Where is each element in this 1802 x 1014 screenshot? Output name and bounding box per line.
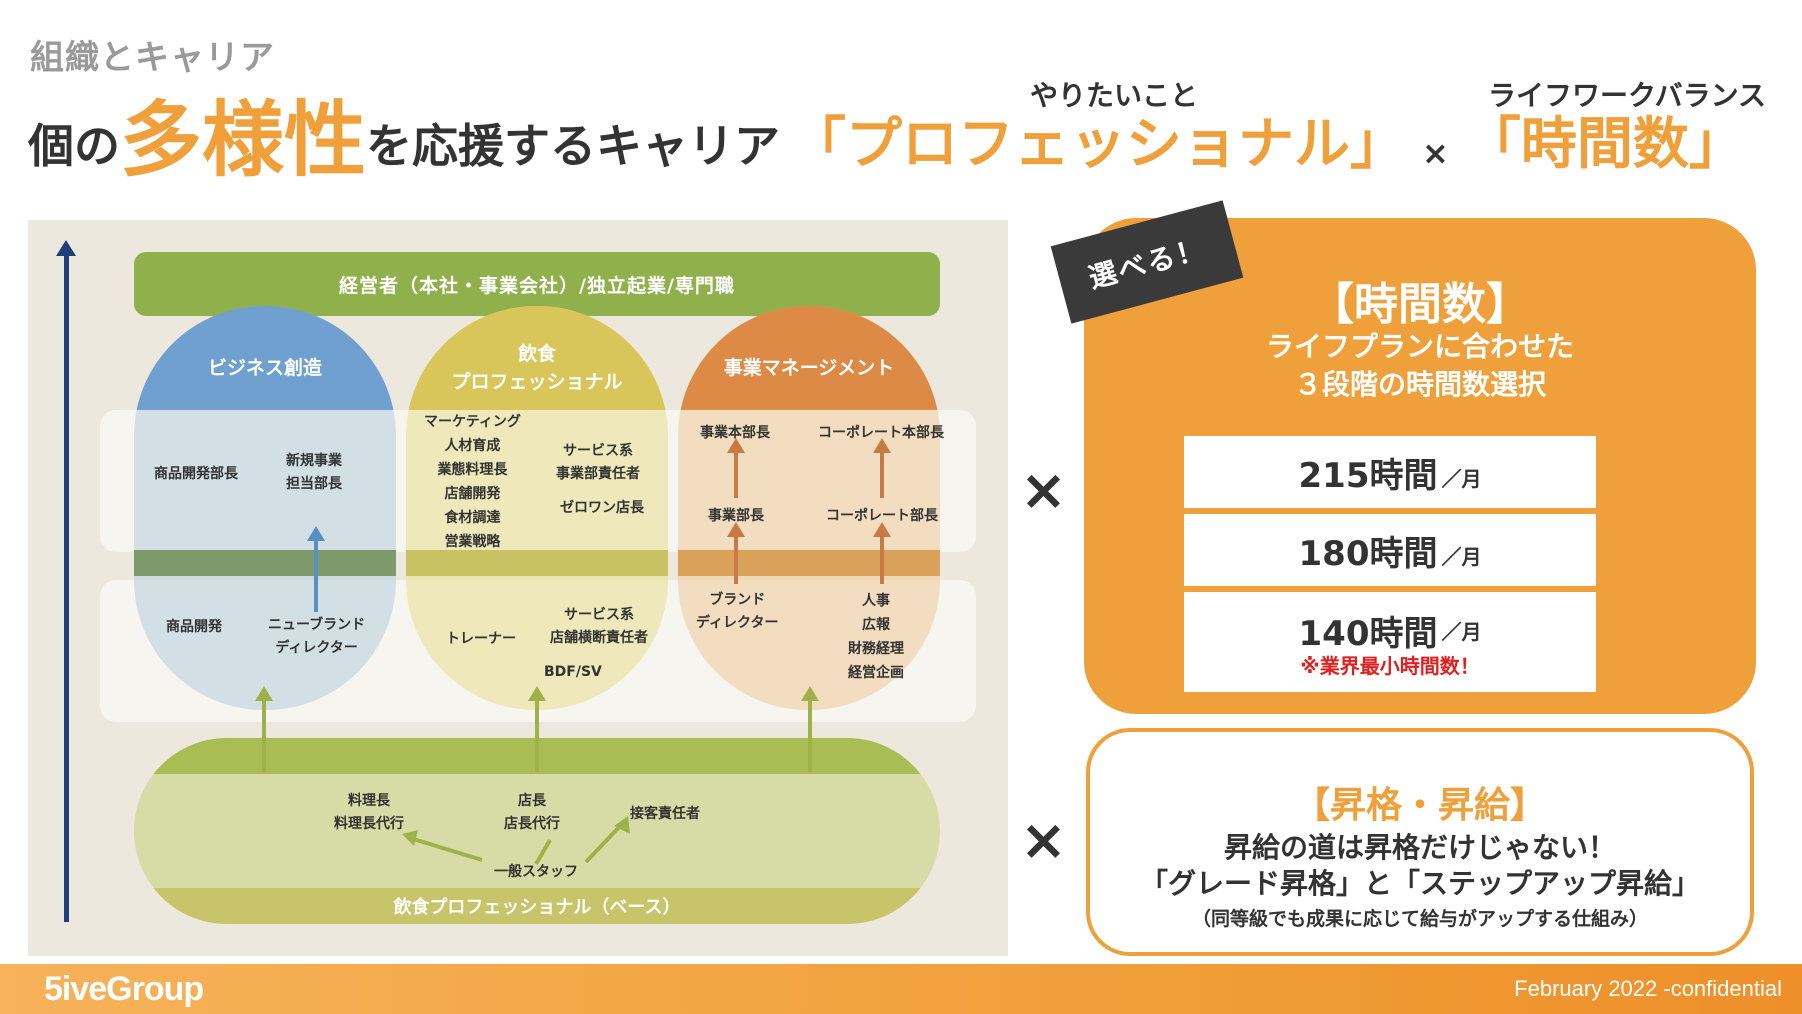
promotion-note: （同等級でも成果に応じて給与がアップする仕組み） bbox=[1191, 908, 1648, 930]
ruby-hours: ライフワークバランス bbox=[1488, 79, 1767, 112]
headline-accent: 多様性 bbox=[120, 93, 367, 188]
arrow-up-icon bbox=[528, 686, 546, 772]
axis-arrow-icon bbox=[56, 240, 76, 256]
column-management-stripe bbox=[678, 550, 940, 576]
headline-hours: 「時間数」 bbox=[1464, 112, 1745, 177]
page-title: 個の 多様性 を応援するキャリア 「プロフェッショナル」 × 「時間数」 bbox=[28, 90, 1745, 190]
label-division-general-manager: 事業本部長 bbox=[700, 425, 770, 441]
label-service-cross-store: サービス系 店舗横断責任者 bbox=[550, 607, 648, 646]
hours-option-215: 215時間 ／月 bbox=[1184, 436, 1596, 508]
label-corporate-manager: コーポレート部長 bbox=[826, 508, 938, 524]
base-footer-label: 飲食プロフェッショナル（ベース） bbox=[134, 888, 940, 924]
headline-times: × bbox=[1422, 134, 1449, 172]
label-brand-director: ブランド ディレクター bbox=[696, 592, 779, 631]
label-chef: 料理長 料理長代行 bbox=[334, 793, 404, 832]
arrow-up-icon bbox=[727, 438, 745, 498]
label-bdf-sv: BDF/SV bbox=[544, 664, 602, 680]
arrow-head-icon bbox=[402, 830, 418, 846]
label-corporate-general-manager: コーポレート本部長 bbox=[818, 425, 944, 441]
hours-value: 215時間 bbox=[1298, 455, 1438, 496]
hours-unit: ／月 bbox=[1441, 544, 1482, 569]
promotion-card bbox=[1086, 728, 1754, 956]
promotion-body: 昇給の道は昇格だけじゃない！ 「グレード昇格」と「ステップアップ昇給」 bbox=[1139, 831, 1700, 900]
arrow-to-chef bbox=[409, 836, 483, 862]
headline-professional: 「プロフェッショナル」 bbox=[790, 112, 1407, 177]
column-business-stripe bbox=[134, 550, 396, 576]
section-label: 組織とキャリア bbox=[30, 38, 275, 78]
arrow-up-icon bbox=[801, 686, 819, 772]
arrow-up-icon bbox=[727, 522, 745, 584]
career-axis bbox=[64, 252, 69, 922]
column-business: ビジネス創造 bbox=[134, 306, 396, 710]
staff-arrows bbox=[402, 816, 630, 866]
ruby-professional: やりたいこと bbox=[1030, 79, 1199, 112]
label-product-dev: 商品開発 bbox=[166, 619, 222, 635]
label-general-staff: 一般スタッフ bbox=[494, 864, 578, 880]
hours-title: 【時間数】 bbox=[1310, 279, 1530, 330]
label-zero-one-manager: ゼロワン店長 bbox=[560, 500, 644, 516]
label-store-manager: 店長 店長代行 bbox=[504, 793, 560, 832]
arrow-to-service bbox=[584, 822, 624, 864]
company-logo: 5iveGroup bbox=[44, 970, 204, 1008]
hours-value: 140時間 bbox=[1298, 614, 1438, 654]
hours-value: 180時間 bbox=[1298, 533, 1438, 574]
hours-option-140: 140時間 ／月 bbox=[1184, 592, 1596, 692]
hours-option-180: 180時間 ／月 bbox=[1184, 514, 1596, 586]
hours-unit: ／月 bbox=[1441, 466, 1482, 491]
arrow-up-icon bbox=[307, 526, 325, 612]
arrow-to-manager bbox=[534, 838, 552, 866]
hours-unit: ／月 bbox=[1441, 620, 1482, 644]
hours-note: ※業界最小時間数！ bbox=[1300, 654, 1480, 678]
label-division-manager: 事業部長 bbox=[708, 508, 764, 524]
headline-part1: 個の bbox=[28, 119, 120, 173]
promotion-title: 【昇格・昇給】 bbox=[1293, 785, 1546, 826]
label-new-business-head: 新規事業 担当部長 bbox=[286, 453, 342, 492]
footer-bar bbox=[0, 964, 1802, 1014]
arrow-head-icon bbox=[614, 816, 630, 834]
column-food: 飲食 プロフェッショナル bbox=[406, 306, 668, 710]
label-food-roles: マーケティング 人材育成 業態料理長 店舗開発 食材調達 営業戦略 bbox=[424, 414, 521, 550]
arrow-up-icon bbox=[873, 438, 891, 498]
label-service-division-head: サービス系 事業部責任者 bbox=[556, 443, 640, 482]
headline-part2: を応援するキャリア bbox=[366, 119, 781, 173]
column-food-stripe bbox=[406, 550, 668, 576]
label-corporate-roles: 人事 広報 財務経理 経営企画 bbox=[848, 593, 904, 681]
label-product-dev-head: 商品開発部長 bbox=[154, 466, 238, 482]
footer-note: February 2022 -confidential bbox=[1514, 976, 1782, 1001]
top-career-bar: 経営者（本社・事業会社）/独立起業/専門職 bbox=[134, 252, 940, 316]
label-new-brand-director: ニューブランド ディレクター bbox=[268, 617, 366, 656]
label-service-lead: 接客責任者 bbox=[630, 806, 700, 822]
arrow-up-icon bbox=[873, 522, 891, 584]
label-trainer: トレーナー bbox=[446, 631, 516, 647]
multiply-icon: × bbox=[1020, 458, 1067, 523]
hours-subtitle: ライフプランに合わせた ３段階の時間数選択 bbox=[1265, 330, 1574, 401]
multiply-icon: × bbox=[1020, 808, 1067, 873]
arrow-up-icon bbox=[255, 686, 273, 772]
